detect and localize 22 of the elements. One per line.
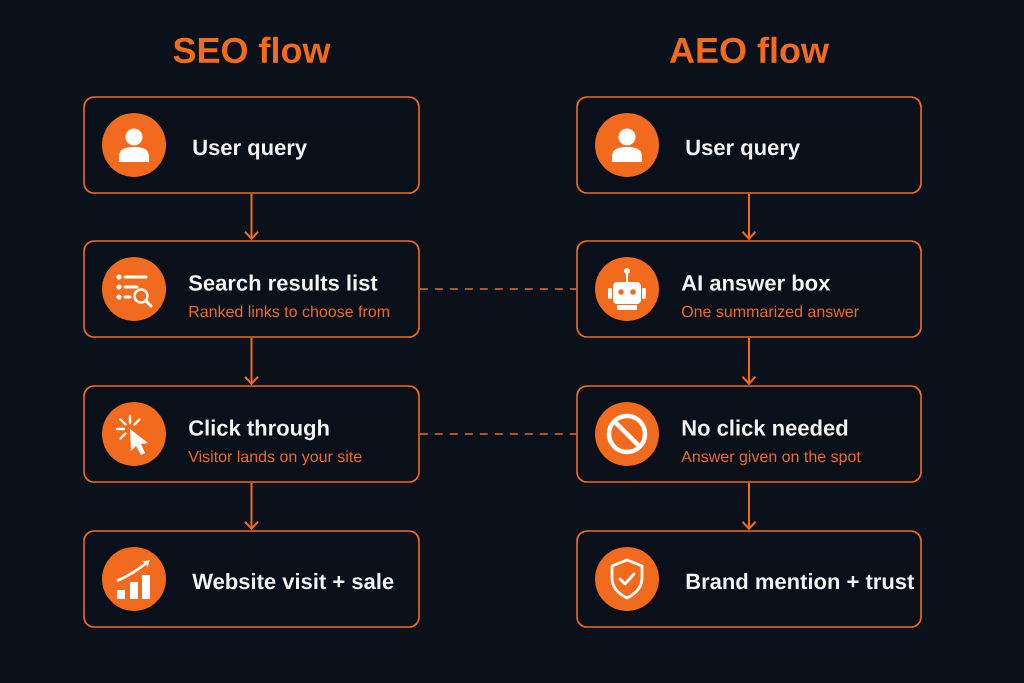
dashed-link [419, 433, 577, 435]
arrow [244, 336, 259, 386]
arrow [741, 481, 757, 531]
step-title: AI answer box [681, 274, 831, 291]
arrow [244, 192, 259, 241]
step-title: Brand mention + trust [686, 573, 915, 590]
step-caption: One summarized answer [681, 305, 859, 318]
step-title: User query [193, 139, 307, 160]
arrow [244, 481, 259, 531]
dashed-link [419, 288, 577, 290]
step-title: User query [686, 139, 800, 160]
column-heading: AEO flow [669, 36, 830, 64]
step-caption: Ranked links to choose from [189, 305, 389, 318]
arrow [741, 192, 757, 241]
step-caption: Answer given on the spot [681, 450, 861, 466]
column-heading: SEO flow [173, 36, 331, 64]
step-title: Search results list [188, 274, 378, 291]
step-title: Website visit + sale [192, 573, 394, 590]
step-title: No click needed [682, 419, 848, 436]
step-caption: Visitor lands on your site [188, 450, 362, 466]
step-title: Click through [189, 419, 329, 441]
arrow [741, 336, 757, 386]
